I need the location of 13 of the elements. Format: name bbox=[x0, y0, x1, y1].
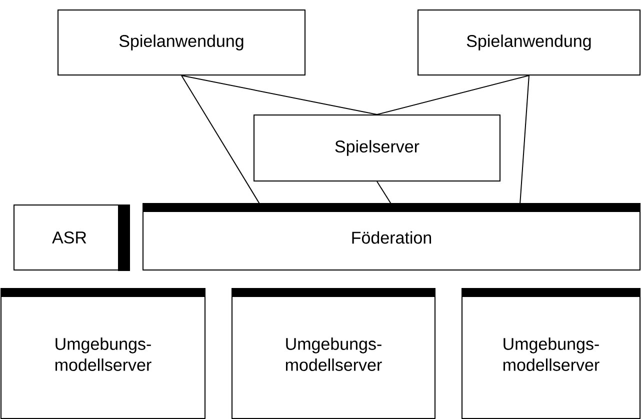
environment-server-box: Umgebungs- modellserver bbox=[0, 288, 206, 419]
connector-line bbox=[376, 180, 392, 205]
application-box: Spielanwendung bbox=[58, 10, 306, 76]
connector-line bbox=[376, 74, 530, 115]
environment-server-box: Umgebungs- modellserver bbox=[462, 288, 640, 419]
connector-line bbox=[181, 74, 260, 205]
federation-box: Föderation bbox=[142, 202, 640, 270]
connector-line bbox=[520, 74, 530, 205]
asr-box: ASR bbox=[14, 204, 130, 271]
server-box: Spielserver bbox=[254, 114, 500, 182]
connector-line bbox=[181, 74, 378, 115]
application-box: Spielanwendung bbox=[418, 10, 640, 76]
environment-server-box: Umgebungs- modellserver bbox=[232, 288, 436, 419]
